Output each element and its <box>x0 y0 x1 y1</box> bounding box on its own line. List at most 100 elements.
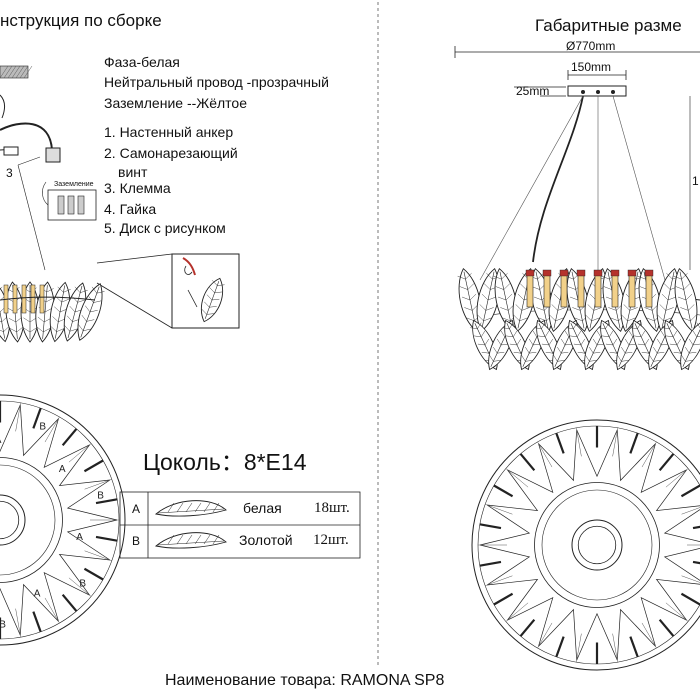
wiring-sketch <box>0 65 61 271</box>
rosette-vein <box>15 403 21 432</box>
rosette-inner-ring <box>0 457 63 583</box>
right-top-view <box>471 419 700 671</box>
dim-thickness: 25mm <box>516 84 550 98</box>
rosette-vein <box>665 468 689 488</box>
dim-height: 1 <box>692 174 699 188</box>
rosette-leaf-outline <box>66 479 118 521</box>
left-top-view: ABABABABABABAB <box>0 394 126 646</box>
rosette-socket <box>692 525 700 530</box>
side-bulb-holder <box>593 269 603 277</box>
rosette-leaf-outline <box>43 571 90 622</box>
leaf-a-vein <box>157 508 225 514</box>
leaf-b-rib <box>194 534 202 545</box>
rosette-leaf-outline <box>0 404 21 453</box>
rosette-leaf-outline <box>479 504 531 546</box>
assembly-title: нструкция по сборке <box>0 11 162 30</box>
leaf-b-rib <box>167 534 175 545</box>
rosette-socket <box>493 592 514 606</box>
rosette-leaf-outline <box>616 429 656 482</box>
rosette-socket <box>555 636 565 658</box>
rosette-leaf-outline <box>487 469 539 512</box>
callout-line <box>17 156 41 166</box>
part-terminal: 3. Клемма <box>104 180 171 196</box>
rosette-socket <box>680 592 700 606</box>
rosette-leaf-outline <box>19 404 59 457</box>
side-leaf <box>673 268 698 332</box>
rosette-canopy <box>0 494 26 546</box>
leaf-b-rib <box>176 534 184 545</box>
leaf-detail-inset <box>96 253 240 329</box>
rosette-leaf-label: A <box>76 532 83 543</box>
leaf-b-key: B <box>132 534 141 548</box>
rosette-leaf-outline <box>58 553 110 596</box>
terminal-wire <box>42 181 49 206</box>
rosette-socket <box>83 567 104 581</box>
rosette-socket <box>680 484 700 498</box>
rosette-leaf-outline <box>19 583 59 636</box>
part-screw: 2. Самонарезающий <box>104 145 238 161</box>
rosette-canopy <box>571 519 623 571</box>
dim-canopy: 150mm <box>571 60 612 74</box>
callout-3: 3 <box>6 166 13 180</box>
rosette-vein <box>537 442 553 468</box>
rosette-vein <box>641 442 657 468</box>
side-bulb-holder <box>644 269 654 277</box>
socket-spec: Цоколь：8*E14 <box>143 449 307 475</box>
rosette-leaf-outline <box>655 469 700 512</box>
rosette-leaf-outline <box>616 608 656 661</box>
rosette-leaf-label: B <box>0 620 6 631</box>
rosette-socket <box>658 453 675 472</box>
rosette-vein <box>44 597 60 623</box>
leaf-table <box>119 491 361 559</box>
connector-block <box>3 146 19 156</box>
canopy-screw <box>581 90 585 94</box>
canopy <box>567 85 627 97</box>
canopy-screw <box>596 90 600 94</box>
rosette-socket <box>95 535 118 542</box>
product-name: Наименование товара: RAMONA SP8 <box>165 672 445 689</box>
rosette-leaf-outline <box>538 608 578 661</box>
rosette-leaf-outline <box>640 443 687 494</box>
side-bulb-holder <box>559 269 569 277</box>
side-bulb <box>543 274 551 308</box>
left-side-ring <box>0 296 96 301</box>
rosette-leaf-outline <box>0 587 21 636</box>
rosette-socket <box>519 618 536 637</box>
rosette-leaf-label: B <box>79 579 86 590</box>
left-side-view <box>0 281 105 343</box>
rosette-socket <box>61 593 78 612</box>
rosette-vein <box>485 504 513 515</box>
leaf-b-rib <box>203 534 211 545</box>
rosette-socket <box>658 618 675 637</box>
rosette-socket <box>519 453 536 472</box>
terminal-slot <box>67 195 75 215</box>
rosette-leaf-outline <box>538 429 578 482</box>
rosette-inner-ring-2 <box>0 464 56 576</box>
leaf-b-rib <box>212 534 220 545</box>
detail-pointer-bottom <box>96 282 173 329</box>
leaf-b-rib <box>185 534 193 545</box>
rosette-socket <box>32 407 42 429</box>
rosette-leaf-outline <box>663 548 700 581</box>
suspension-cables <box>479 95 666 281</box>
rosette-leaf-outline <box>58 444 110 487</box>
detail-pointer-top <box>96 253 173 264</box>
dimension-lines <box>454 46 700 270</box>
dimensions-title: Габаритные разме <box>535 16 682 35</box>
part-disk: 5. Диск с рисунком <box>104 220 226 236</box>
wiring-phase: Фаза-белая <box>104 54 180 70</box>
left-side-bulb <box>39 284 45 314</box>
rosette-vein <box>537 622 553 648</box>
rosette-leaf-outline <box>507 443 554 494</box>
rosette-socket <box>555 432 565 454</box>
rosette-vein <box>485 575 513 586</box>
rosette-vein <box>612 633 618 662</box>
rosette-vein <box>641 622 657 648</box>
rosette-socket <box>95 498 118 505</box>
leaf-a-rib <box>194 502 202 513</box>
hanging-cable <box>17 164 46 271</box>
rosette-socket <box>32 611 42 633</box>
terminal-slot <box>57 195 65 215</box>
part-screw-cont: винт <box>118 164 148 180</box>
rosette-vein <box>84 550 112 561</box>
